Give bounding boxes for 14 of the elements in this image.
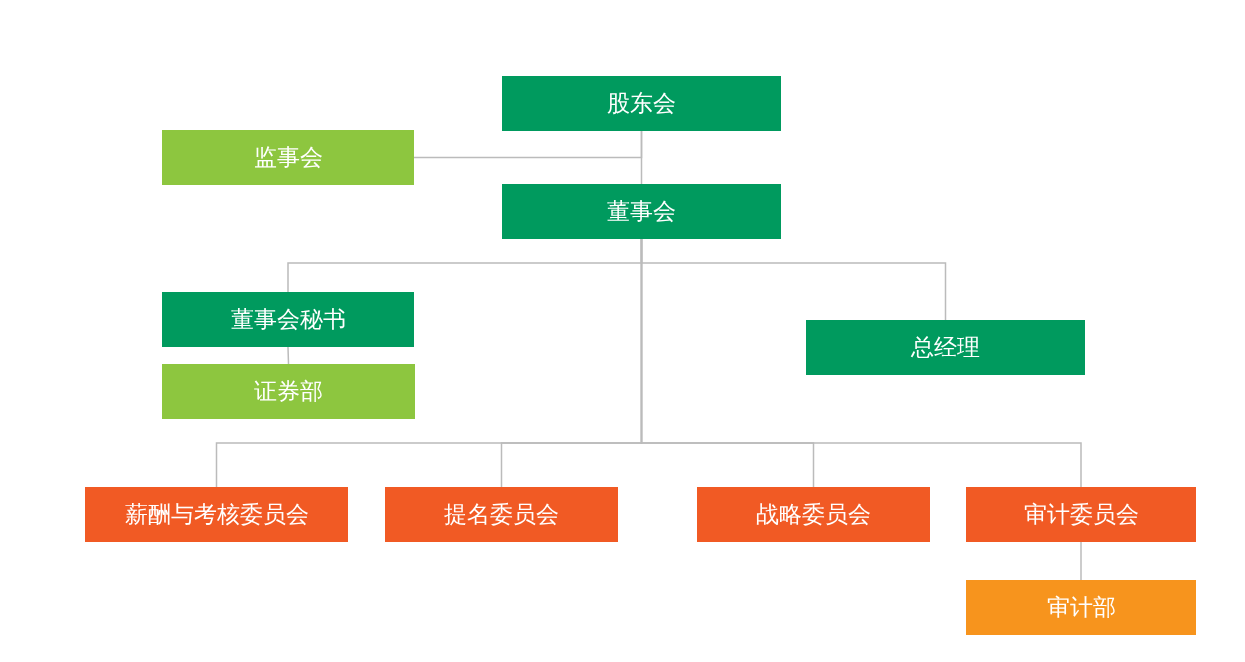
org-box: 战略委员会 xyxy=(697,487,930,542)
org-box: 薪酬与考核委员会 xyxy=(85,487,348,542)
org-box: 总经理 xyxy=(806,320,1085,375)
org-box: 审计委员会 xyxy=(966,487,1196,542)
org-box: 证券部 xyxy=(162,364,415,419)
org-box: 审计部 xyxy=(966,580,1196,635)
org-box: 董事会 xyxy=(502,184,781,239)
org-box: 提名委员会 xyxy=(385,487,618,542)
connector-line xyxy=(413,130,643,159)
connector-line xyxy=(1080,541,1082,581)
org-box: 股东会 xyxy=(502,76,781,131)
org-box: 监事会 xyxy=(162,130,414,185)
org-box: 董事会秘书 xyxy=(162,292,414,347)
connector-line xyxy=(287,346,290,365)
